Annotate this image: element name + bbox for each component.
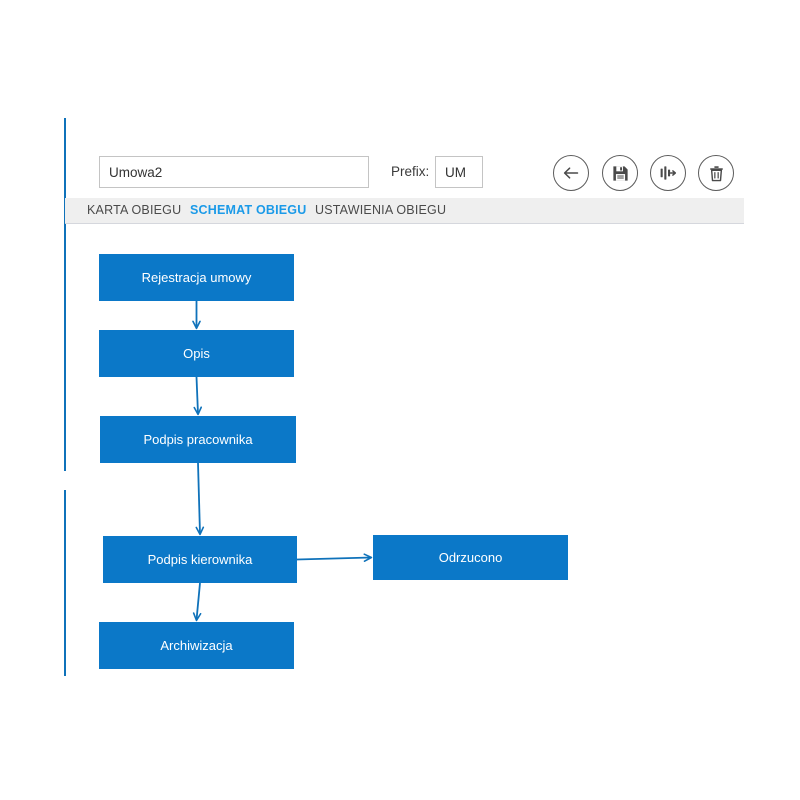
diagram-node-archiwizacja[interactable]: Archiwizacja xyxy=(99,622,294,669)
diagram-node-label: Podpis pracownika xyxy=(143,432,253,447)
diagram-node-kierownik[interactable]: Podpis kierownika xyxy=(103,536,297,583)
diagram-node-odrzucono[interactable]: Odrzucono xyxy=(373,535,568,580)
delete-button[interactable] xyxy=(698,155,734,191)
workflow-name-input[interactable] xyxy=(99,156,369,188)
trash-icon xyxy=(707,164,726,183)
diagram-node-label: Podpis kierownika xyxy=(147,552,253,567)
prefix-label: Prefix: xyxy=(391,164,430,179)
diagram-edge-pracownik-to-kierownik xyxy=(195,462,205,536)
tab-ustawienia-obiegu[interactable]: USTAWIENIA OBIEGU xyxy=(315,203,447,217)
save-button[interactable] xyxy=(602,155,638,191)
diagram-node-label: Rejestracja umowy xyxy=(141,270,252,285)
tab-karta-obiegu[interactable]: KARTA OBIEGU xyxy=(87,203,182,217)
diagram-edge-kierownik-to-odrzucono xyxy=(296,553,373,562)
diagram-node-label: Opis xyxy=(183,346,210,361)
arrow-left-icon xyxy=(561,163,581,183)
prefix-input[interactable] xyxy=(435,156,483,188)
diagram-node-rejestracja[interactable]: Rejestracja umowy xyxy=(99,254,294,301)
toolbar: Prefix: xyxy=(99,155,744,191)
diagram-node-pracownik[interactable]: Podpis pracownika xyxy=(100,416,296,463)
back-button[interactable] xyxy=(553,155,589,191)
tab-schemat-obiegu[interactable]: SCHEMAT OBIEGU xyxy=(190,203,307,217)
left-accent-bar-bottom xyxy=(64,490,66,676)
floppy-disk-icon xyxy=(611,164,630,183)
left-accent-bar-top xyxy=(64,118,66,471)
tab-bar: KARTA OBIEGU SCHEMAT OBIEGU USTAWIENIA O… xyxy=(65,198,744,224)
diagram-edge-kierownik-to-archiwizacja xyxy=(192,582,202,622)
diagram-edge-opis-to-pracownik xyxy=(193,376,203,416)
workflow-distribute-icon xyxy=(658,163,678,183)
diagram-node-label: Archiwizacja xyxy=(160,638,233,653)
diagram-node-label: Odrzucono xyxy=(438,550,503,565)
workflow-button[interactable] xyxy=(650,155,686,191)
diagram-node-opis[interactable]: Opis xyxy=(99,330,294,377)
